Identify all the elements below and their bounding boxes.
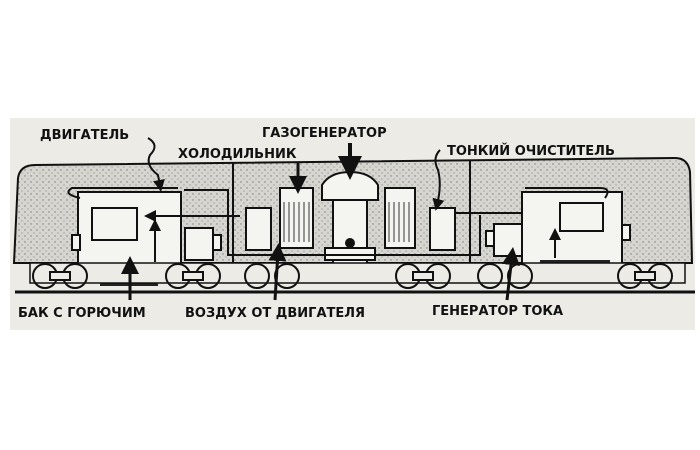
label-fine-filter: ТОНКИЙ ОЧИСТИТЕЛЬ	[447, 143, 615, 159]
fine-filter	[429, 207, 456, 251]
frame	[29, 262, 686, 284]
label-fuel-tank: БАК С ГОРЮЧИМ	[18, 306, 146, 321]
label-gas-generator: ГАЗОГЕНЕРАТОР	[262, 126, 387, 141]
bogie-5	[477, 263, 533, 289]
bogie-6	[617, 263, 673, 289]
bogie-1	[32, 263, 88, 289]
gas-pipe	[184, 189, 481, 256]
bogie-4	[395, 263, 451, 289]
engine-left	[67, 187, 222, 265]
label-current-generator: ГЕНЕРАТОР ТОКА	[432, 304, 563, 319]
label-engine-air: ВОЗДУХ ОТ ДВИГАТЕЛЯ	[185, 306, 365, 321]
leader-lines	[121, 137, 520, 301]
engine-right	[485, 187, 631, 265]
coarse-filter	[245, 207, 272, 251]
bogie-2	[165, 263, 221, 289]
cooler-right	[384, 187, 416, 249]
cooler-left	[279, 187, 314, 249]
label-engine: ДВИГАТЕЛЬ	[40, 128, 129, 143]
label-cooler: ХОЛОДИЛЬНИК	[178, 147, 297, 162]
